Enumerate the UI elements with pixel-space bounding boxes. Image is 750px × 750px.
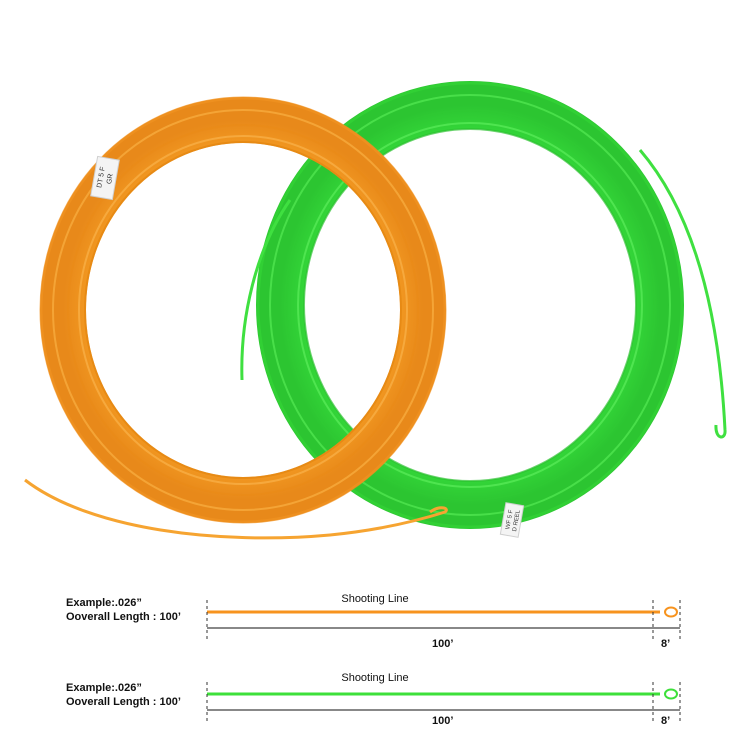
green-tag-text-2: D REEL — [512, 509, 522, 532]
product-photo: WF 5 F D REEL DT 5 F GR — [24, 81, 727, 540]
green-line-coil — [240, 81, 727, 529]
orange-diagram-graphic — [206, 600, 681, 640]
example-label: Example:.026” — [66, 597, 142, 609]
green-line-diagram: Example:.026” Ooverall Length : 100’ Sho… — [0, 668, 750, 748]
orange-loop — [664, 606, 678, 618]
green-diagram-graphic — [206, 682, 681, 722]
overall-length-label: Ooverall Length : 100’ — [66, 611, 181, 623]
orange-tag-text: DT 5 F — [96, 166, 107, 188]
main-length-label: 100’ — [432, 638, 454, 650]
green-coil-tag: WF 5 F D REEL — [499, 502, 525, 538]
example-label: Example:.026” — [66, 682, 142, 694]
green-loop — [664, 688, 678, 700]
loop-length-label: 8’ — [661, 715, 671, 727]
orange-line-diagram: Example:.026” Ooverall Length : 100’ Sho… — [0, 585, 750, 665]
orange-tag-text-2: GR — [106, 173, 115, 185]
main-length-label: 100’ — [432, 715, 454, 727]
shooting-line-label: Shooting Line — [341, 672, 409, 684]
overall-length-label: Ooverall Length : 100’ — [66, 696, 181, 708]
shooting-line-label: Shooting Line — [341, 593, 409, 605]
green-tag-text: WF 5 F — [505, 509, 514, 530]
orange-line-coil — [24, 96, 448, 540]
orange-coil-tag: DT 5 F GR — [90, 155, 120, 201]
loop-length-label: 8’ — [661, 638, 671, 650]
